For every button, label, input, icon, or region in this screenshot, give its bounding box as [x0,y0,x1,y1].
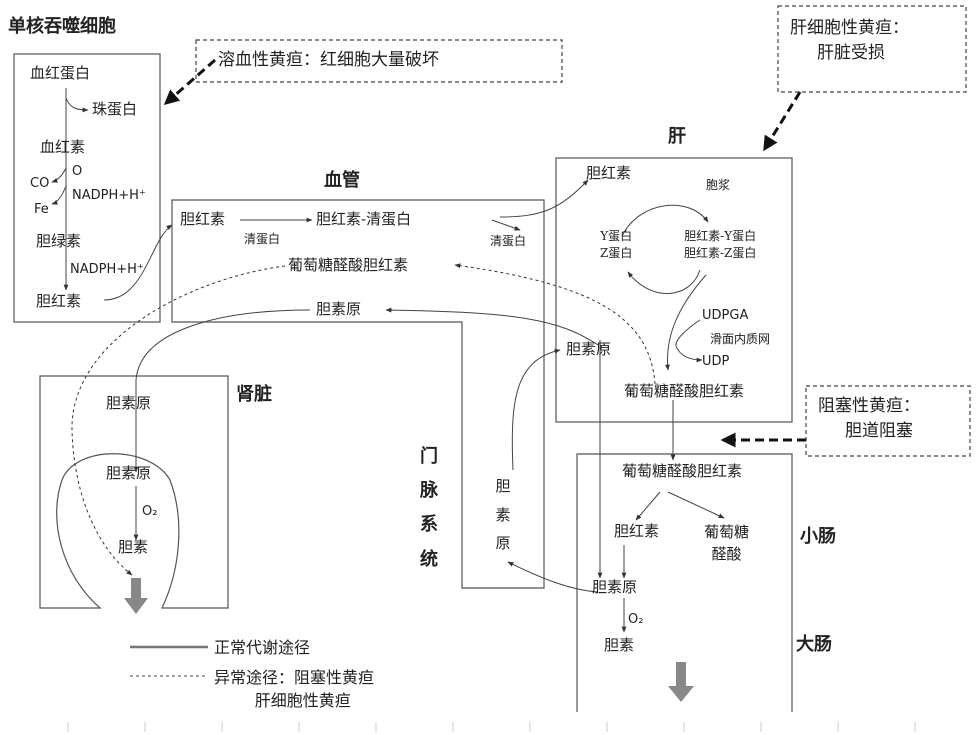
mononuclear-title: 单核吞噬细胞 [8,16,116,37]
legend-abnormal-label: 异常途径：阻塞性黄疸 肝细胞性黄疸 [214,668,375,711]
vessel-bilirubin-label: 胆红素 [180,210,226,228]
intestine-o2-label: O₂ [628,612,644,627]
liver-urobilinogen-label: 胆素原 [566,340,612,358]
er-label: 滑面内质网 [710,332,771,346]
cytoplasm-label: 胞浆 [706,178,731,192]
intestine-glucuronide-label: 葡萄糖醛酸胆红素 [622,462,743,480]
small-intestine-title: 小肠 [800,526,836,547]
hemoglobin-label: 血红蛋白 [30,64,91,82]
biliverdin-label: 胆绿素 [36,232,82,250]
mono-bilirubin-label: 胆红素 [36,292,82,310]
kidney-excretion-arrow [124,578,148,614]
kidney-urobilinogen-2: 胆素原 [106,464,152,482]
nadph-label-1: NADPH+H⁺ [72,188,146,203]
intestine-excretion-arrow [668,662,694,702]
bilirubin-y-z-label: 胆红素-Y蛋白 胆红素-Z蛋白 [684,229,757,261]
hemolytic-note-box [195,39,563,83]
albumin-label-2: 清蛋白 [490,234,527,248]
liver-bilirubin-label: 胆红素 [586,164,632,182]
liver-title: 肝 [668,126,686,147]
hepatocellular-note-box [777,5,967,93]
udpga-label: UDPGA [702,308,749,323]
obstructive-note-box [805,385,971,457]
large-intestine-title: 大肠 [796,634,832,655]
intestine-bilirubin-label: 胆红素 [614,522,660,540]
kidney-title: 肾脏 [236,384,272,405]
fe-label: Fe [34,202,49,217]
hepatocellular-jaundice-note: 肝细胞性黄疸： 肝脏受损 [790,18,909,63]
o-label: O [72,164,83,179]
heme-label: 血红素 [40,138,86,156]
globin-label: 珠蛋白 [92,100,138,118]
udp-label: UDP [702,354,730,369]
vessel-urobilinogen-label: 胆素原 [316,300,362,318]
intestine-urobilinogen-label: 胆素原 [592,578,638,596]
kidney-urobilinogen-1: 胆素原 [106,394,152,412]
vessel-glucuronide-label: 葡萄糖醛酸胆红素 [288,256,409,274]
blood-vessel-title: 血管 [324,170,360,191]
nadph-label-2: NADPH+H⁺ [70,262,144,277]
liver-box [555,157,793,423]
obstructive-jaundice-note: 阻塞性黄疸： 胆道阻塞 [818,396,920,441]
kidney-box [39,375,229,609]
portal-title: 门脉系统 [420,446,438,570]
kidney-urobilin-label: 胆素 [118,538,149,556]
kidney-o2-label: O₂ [142,504,158,519]
mononuclear-box [13,53,161,323]
blood-vessel-box [171,199,545,589]
glucuronic-acid-label: 葡萄糖 醛酸 [704,523,750,563]
hemolytic-jaundice-note: 溶血性黄疸：红细胞大量破坏 [218,50,439,70]
bilirubin-albumin-label: 胆红素-清蛋白 [316,210,412,228]
co-label: CO [30,176,50,191]
portal-urobilinogen-label: 胆素原 [495,477,511,552]
liver-glucuronide-label: 葡萄糖醛酸胆红素 [624,382,745,400]
legend-normal-label: 正常代谢途径 [214,638,311,657]
intestine-urobilin-label: 胆素 [604,636,635,654]
albumin-label-1: 清蛋白 [244,232,281,246]
y-z-protein-label: Y蛋白 Z蛋白 [600,229,633,261]
intestine-box [576,453,793,712]
